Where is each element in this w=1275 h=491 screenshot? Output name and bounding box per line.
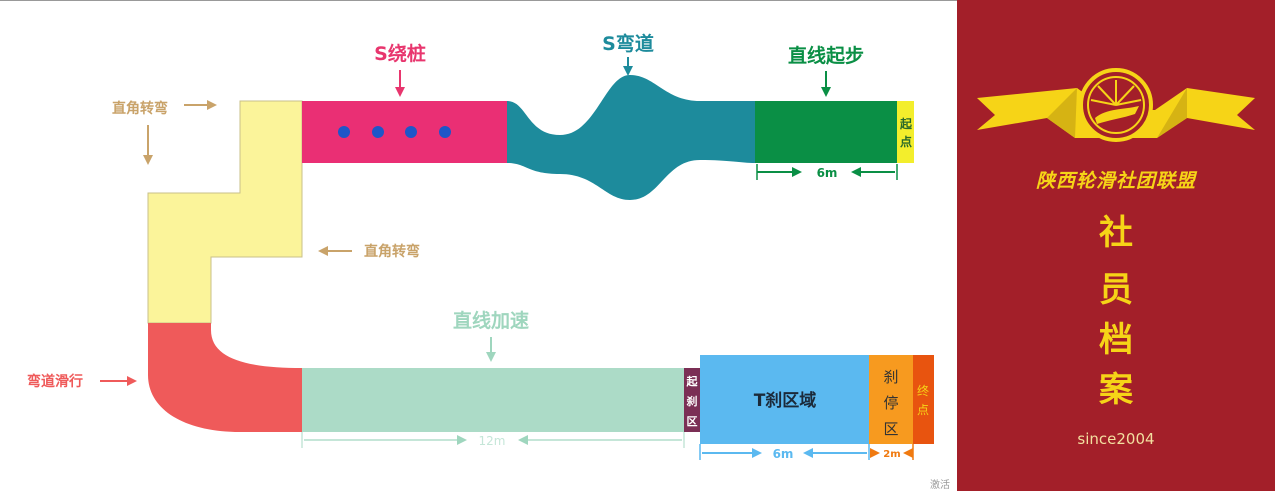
len-2m-label: 2m [883, 449, 900, 460]
s-curve-zone [507, 75, 755, 200]
track-diagram: S绕桩 S弯道 直线起步 起 点 6m 直角转弯 直角转弯 直线加速 弯道滑行 … [0, 0, 957, 461]
club-emblem-icon [977, 68, 1255, 142]
title-char-1: 社 [1099, 213, 1133, 253]
start-point-label-2: 点 [900, 134, 912, 149]
stop-zone-label-3: 区 [883, 420, 898, 438]
finish-zone [913, 355, 934, 444]
start-point-zone [897, 101, 914, 163]
acceleration-zone [302, 368, 684, 432]
len-6m-bottom-label: 6m [773, 447, 794, 461]
slalom-zone [302, 101, 507, 163]
brake-start-label-3: 区 [687, 415, 698, 428]
cone-dot [372, 126, 384, 138]
s-curve-label: S弯道 [602, 32, 654, 55]
right-turn-label-1: 直角转弯 [112, 100, 168, 117]
club-name: 陕西轮滑社团联盟 [1035, 170, 1196, 192]
t-brake-zone [700, 355, 869, 444]
acceleration-label: 直线加速 [453, 309, 529, 332]
stop-zone-label-1: 刹 [883, 368, 898, 386]
straight-start-label: 直线起步 [788, 44, 864, 67]
since-label: since2004 [1077, 430, 1155, 448]
cone-dot [338, 126, 350, 138]
curve-glide-zone [148, 323, 302, 432]
cone-dot [439, 126, 451, 138]
t-brake-label: T刹区域 [754, 390, 817, 411]
finish-label-1: 终 [917, 383, 929, 398]
right-angle-turn-block [147, 100, 303, 324]
stop-zone [869, 355, 913, 444]
stop-zone-label-2: 停 [883, 394, 898, 412]
brake-start-zone [684, 368, 700, 432]
brake-start-label-2: 刹 [687, 394, 698, 408]
len-6m-top-label: 6m [817, 166, 838, 180]
straight-start-zone [755, 101, 897, 163]
curve-glide-label: 弯道滑行 [27, 373, 83, 390]
title-char-3: 档 [1099, 320, 1133, 360]
watermark-text: 激活 [930, 480, 950, 491]
right-turn-label-2: 直角转弯 [364, 243, 420, 260]
brake-start-label-1: 起 [686, 374, 699, 388]
membership-panel: 陕西轮滑社团联盟 社 员 档 案 since2004 [957, 0, 1275, 491]
start-point-label-1: 起 [899, 116, 913, 131]
title-char-4: 案 [1099, 370, 1133, 410]
finish-label-2: 点 [917, 403, 929, 417]
len-12m-label: 12m [479, 434, 506, 448]
cone-dot [405, 126, 417, 138]
title-char-2: 员 [1099, 270, 1133, 310]
s-slalom-label: S绕桩 [374, 42, 426, 65]
